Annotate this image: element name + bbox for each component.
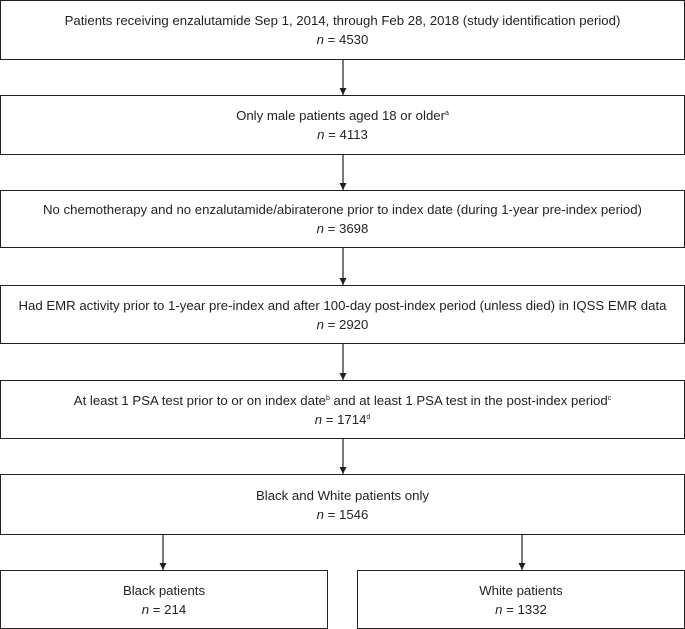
box-1-criteria: Patients receiving enzalutamide Sep 1, 2… bbox=[64, 13, 621, 28]
box-4-criteria: Had EMR activity prior to 1-year pre-ind… bbox=[18, 297, 667, 313]
box-no-prior-chemotherapy: No chemotherapy and no enzalutamide/abir… bbox=[0, 190, 685, 248]
box-male-18-or-older: Only male patients aged 18 or oldera n =… bbox=[0, 95, 685, 155]
box-7-criteria: Black patients bbox=[122, 582, 206, 598]
box-white-patients: White patients n = 1332 bbox=[357, 570, 685, 629]
box-study-identification: Patients receiving enzalutamide Sep 1, 2… bbox=[0, 0, 685, 60]
box-6-criteria: Black and White patients only bbox=[256, 487, 429, 503]
box-3-count: n = 3698 bbox=[316, 221, 369, 236]
box-6-count: n = 1546 bbox=[316, 506, 369, 522]
box-psa-tests: At least 1 PSA test prior to or on index… bbox=[0, 380, 685, 439]
box-black-and-white-only: Black and White patients only n = 1546 bbox=[0, 474, 685, 535]
box-8-criteria: White patients bbox=[479, 582, 563, 598]
box-8-count: n = 1332 bbox=[495, 601, 547, 617]
box-3-criteria: No chemotherapy and no enzalutamide/abir… bbox=[43, 202, 642, 217]
footnote-b: b bbox=[325, 394, 330, 402]
box-1-count: n = 4530 bbox=[316, 32, 369, 47]
footnote-d: d bbox=[366, 413, 371, 421]
box-2-criteria: Only male patients aged 18 or oldera bbox=[236, 108, 449, 123]
box-4-count: n = 2920 bbox=[316, 316, 369, 332]
box-7-count: n = 214 bbox=[141, 601, 187, 617]
box-5-criteria: At least 1 PSA test prior to or on index… bbox=[73, 392, 612, 408]
box-5-count: n = 1714d bbox=[314, 411, 371, 427]
box-2-count: n = 4113 bbox=[317, 127, 368, 142]
box-emr-activity: Had EMR activity prior to 1-year pre-ind… bbox=[0, 285, 685, 344]
footnote-c: c bbox=[607, 394, 612, 402]
footnote-a: a bbox=[445, 110, 449, 117]
box-black-patients: Black patients n = 214 bbox=[0, 570, 328, 629]
